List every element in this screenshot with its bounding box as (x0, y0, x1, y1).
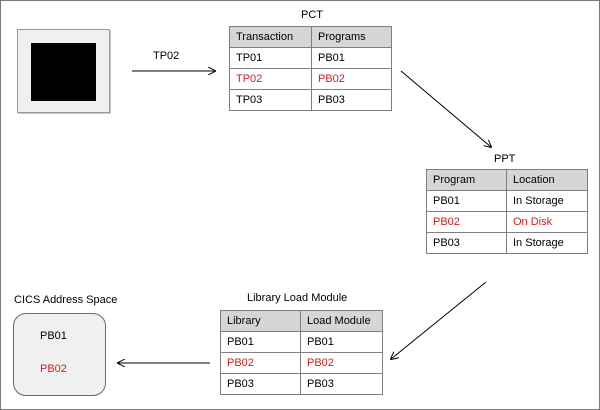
pct-header-row: Transaction Programs (229, 26, 392, 48)
ppt-header-row: Program Location (426, 169, 588, 191)
ppt-cell: PB03 (426, 232, 507, 254)
terminal-display (31, 43, 96, 101)
pct-row-highlighted: TP02 PB02 (229, 68, 392, 90)
library-cell: PB02 (300, 352, 383, 374)
ppt-cell: In Storage (506, 232, 588, 254)
library-cell: PB03 (300, 373, 383, 395)
library-row: PB03 PB03 (220, 373, 383, 395)
pct-row: TP01 PB01 (229, 47, 392, 69)
pct-cell: TP02 (229, 68, 312, 90)
ppt-cell: PB01 (426, 190, 507, 212)
pct-title: PCT (301, 9, 323, 21)
pct-cell: PB02 (311, 68, 392, 90)
library-header-cell: Library (220, 310, 301, 332)
ppt-row-highlighted: PB02 On Disk (426, 211, 588, 233)
arrow-ppt-to-library (391, 281, 487, 359)
library-row: PB01 PB01 (220, 331, 383, 353)
cics-address-space-box: PB01 PB02 (13, 313, 106, 396)
ppt-table: Program Location PB01 In Storage PB02 On… (426, 169, 588, 254)
library-title: Library Load Module (247, 292, 348, 304)
terminal-screen-icon (17, 29, 110, 113)
library-cell: PB01 (300, 331, 383, 353)
arrow-pct-to-ppt (400, 70, 491, 147)
ppt-cell: In Storage (506, 190, 588, 212)
library-table: Library Load Module PB01 PB01 PB02 PB02 … (220, 310, 383, 395)
pct-cell: TP03 (229, 89, 312, 111)
pct-row: TP03 PB03 (229, 89, 392, 111)
pct-cell: TP01 (229, 47, 312, 69)
ppt-title: PPT (494, 153, 516, 165)
ppt-row: PB01 In Storage (426, 190, 588, 212)
library-header-cell: Load Module (300, 310, 383, 332)
cics-title: CICS Address Space (14, 294, 118, 306)
pct-header-cell: Programs (311, 26, 392, 48)
ppt-header-cell: Location (506, 169, 588, 191)
pct-table: Transaction Programs TP01 PB01 TP02 PB02… (229, 26, 392, 111)
ppt-row: PB03 In Storage (426, 232, 588, 254)
pct-cell: PB01 (311, 47, 392, 69)
ppt-header-cell: Program (426, 169, 507, 191)
library-cell: PB03 (220, 373, 301, 395)
request-label: TP02 (153, 50, 180, 62)
pct-header-cell: Transaction (229, 26, 312, 48)
ppt-cell: On Disk (506, 211, 588, 233)
cics-program-highlighted: PB02 (40, 363, 67, 375)
pct-cell: PB03 (311, 89, 392, 111)
ppt-cell: PB02 (426, 211, 507, 233)
cics-program: PB01 (40, 330, 67, 342)
library-row-highlighted: PB02 PB02 (220, 352, 383, 374)
library-cell: PB01 (220, 331, 301, 353)
library-header-row: Library Load Module (220, 310, 383, 332)
library-cell: PB02 (220, 352, 301, 374)
